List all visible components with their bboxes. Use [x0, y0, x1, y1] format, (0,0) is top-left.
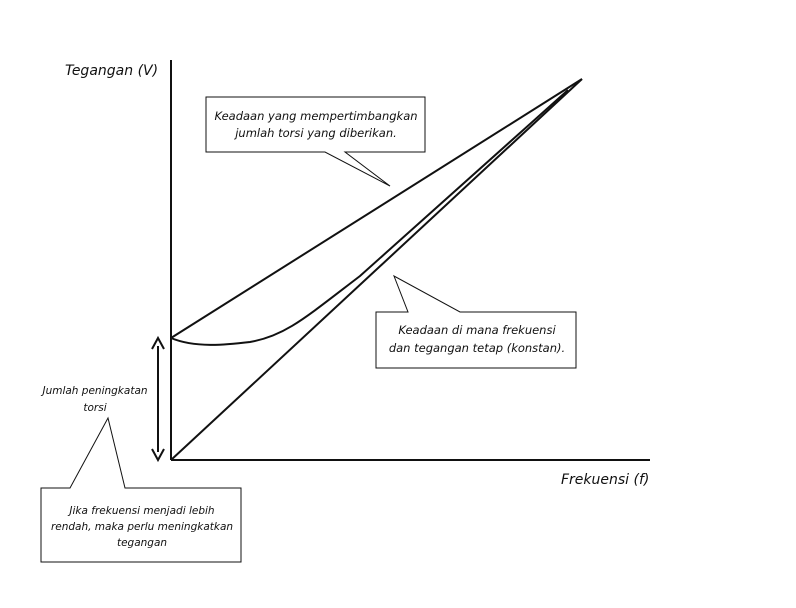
arrow-down-icon — [151, 448, 165, 463]
x-axis-label: Frekuensi (f) — [561, 472, 649, 488]
torque-boost-label-line2: torsi — [83, 402, 106, 414]
callout-torque-state — [205, 96, 426, 187]
y-axis-label: Tegangan (V) — [65, 63, 158, 79]
callout-constant-state-line1: Keadaan di mana frekuensi — [398, 323, 556, 337]
callout-torque-state-line2: jumlah torsi yang diberikan. — [233, 126, 397, 140]
callout-constant-state — [375, 274, 577, 369]
arrow-up-icon — [151, 335, 165, 350]
reduced-torque-curve — [170, 89, 569, 346]
callout-low-frequency-line3: tegangan — [117, 537, 167, 549]
callout-low-frequency-line1: Jika frekuensi menjadi lebih — [67, 505, 214, 517]
callout-low-frequency-line2: rendah, maka perlu meningkatkan — [51, 521, 233, 533]
callout-constant-state-line2: dan tegangan tetap (konstan). — [389, 341, 565, 355]
callout-torque-state-line1: Keadaan yang mempertimbangkan — [214, 109, 417, 123]
torque-boost-line — [170, 78, 583, 339]
torque-boost-label-line1: Jumlah peningkatan — [40, 385, 147, 397]
linear-vf-line — [170, 78, 583, 461]
callout-low-frequency — [40, 416, 242, 563]
